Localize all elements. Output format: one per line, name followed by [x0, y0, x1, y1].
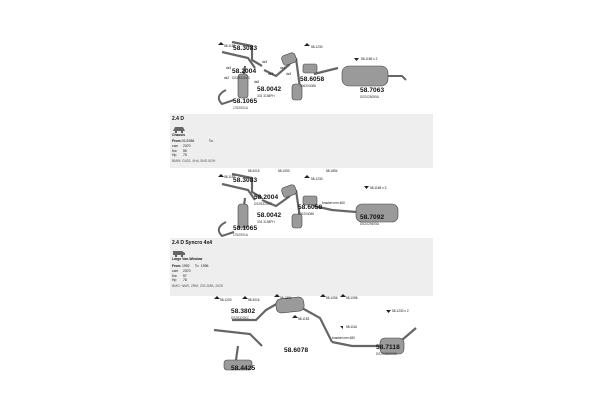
part-code: 333 3158PH — [257, 220, 275, 224]
from-value: 01/1986 — [181, 139, 195, 143]
part-code: 006204088 — [300, 84, 316, 88]
van-icon — [172, 249, 186, 257]
spec-value: 2370 — [182, 269, 191, 273]
part-code: DS2B320KC — [231, 316, 250, 320]
part-tag: 58.1894 — [326, 169, 338, 173]
part-number: 58.7118 — [376, 344, 400, 351]
part-number: 58.0042 — [257, 86, 282, 93]
to-value: 1996 — [200, 264, 209, 268]
vehicle-info-band: 2.4 D Chassis From: 01/1986 To: ccm 2370… — [170, 114, 433, 168]
vehicle-title: 2.4 D Syncro 4x4 — [172, 240, 213, 246]
part-code: DS2029405A — [360, 222, 379, 226]
spec-label: ccm — [172, 144, 179, 148]
part-tag: 58.1153 — [224, 175, 236, 179]
body-type: Chassis — [172, 133, 186, 137]
part-number: 58.6078 — [284, 347, 309, 354]
vehicle-title: 2.4 D — [172, 116, 184, 122]
part-code: DS2025055A — [360, 95, 379, 99]
part-tag: 58.1056 — [326, 296, 338, 300]
spec-row: Hp 75 — [172, 153, 187, 157]
spec-label: Hp — [172, 278, 177, 282]
spec-value: 78 — [182, 278, 187, 282]
model-codes: BMW: G402, 4Hd, 5NG 5GH — [172, 159, 216, 163]
body-type: Large Van-Window — [172, 257, 203, 261]
from-label: From — [172, 264, 181, 268]
part-tag: 58.1165 x 3 — [370, 186, 387, 190]
fitting-note: bracket mm 460 — [322, 201, 345, 205]
spec-value: 75 — [182, 153, 187, 157]
part-tag: 58.1056 — [346, 296, 358, 300]
part-tag: 58.1894 — [280, 296, 292, 300]
from-value: 1992 — [181, 264, 190, 268]
to-label: To — [194, 264, 199, 268]
part-tag: ds5 — [254, 80, 260, 84]
part-tag: 58.1230 — [311, 45, 323, 49]
part-tag: 58.3016 — [248, 298, 260, 302]
spec-label: Hp — [172, 153, 177, 157]
spec-from-to: From: 01/1986 To: — [172, 139, 213, 143]
part-tag: 58.1200 — [220, 298, 232, 302]
part-number: 58.1065 — [233, 98, 258, 105]
to-label: To: — [208, 139, 214, 143]
part-tag: ds3 — [286, 72, 292, 76]
spec-row: Hp 78 — [172, 278, 187, 282]
part-number: 58.2004 — [232, 68, 257, 75]
part-number: 58.4425 — [231, 365, 256, 372]
spec-label: Kw — [172, 273, 177, 278]
part-tag: 58.4015 — [248, 169, 260, 173]
spec-row: ccm 2370 — [172, 144, 191, 148]
spec-label: ccm — [172, 269, 179, 273]
from-label: From: — [172, 139, 182, 143]
part-code: DS2B320KC — [254, 202, 273, 206]
spec-row: Kw 55 — [172, 149, 187, 153]
part-tag: 58.1116 — [346, 325, 358, 329]
part-number: 58.6058 — [300, 76, 325, 83]
part-number: 58.7092 — [360, 214, 385, 221]
part-code: 1762S01A — [233, 233, 248, 237]
spec-value: 2370 — [182, 144, 191, 148]
part-tag: 58.1230 — [311, 177, 323, 181]
part-number: 58.1065 — [233, 225, 258, 232]
part-tag: 58.1093 — [278, 169, 290, 173]
vehicle-info-band: 2.4 D Syncro 4x4 Large Van-Window From 1… — [170, 238, 433, 296]
chassis-icon — [172, 125, 186, 133]
part-tag: 58.1230 x 2 — [392, 309, 409, 313]
part-tag: 58.1165 x 2 — [361, 57, 378, 61]
part-tag: ds4 — [280, 66, 286, 70]
part-tag: 58.1153 — [298, 317, 310, 321]
part-code: 1762S01A — [233, 106, 248, 110]
part-number: 58.3802 — [231, 308, 256, 315]
model-codes: BMG: NNR, 2RM, 203 2MB, 2025 — [172, 284, 223, 288]
part-code: 006204088 — [298, 212, 314, 216]
part-number: 58.3083 — [233, 177, 258, 184]
part-number: 58.2004 — [254, 194, 279, 201]
spec-row: ccm 2370 — [172, 269, 191, 273]
part-tag: ds3 — [262, 60, 268, 64]
spec-value: 55 — [182, 148, 187, 153]
part-number: 58.0042 — [257, 212, 282, 219]
part-code: DS2B320KC — [232, 76, 251, 80]
spec-from-to: From 1992 To 1996 — [172, 264, 208, 268]
part-tag: ds3 — [226, 66, 232, 70]
part-tag: ds2 — [224, 76, 230, 80]
part-tag: 58.1153 — [224, 44, 236, 48]
part-code: DS2025059HE — [376, 352, 398, 356]
part-number: 58.6058 — [298, 204, 323, 211]
spec-row: Kw 57 — [172, 274, 187, 278]
fitting-note: bracket mm 480 — [332, 336, 355, 340]
spec-value: 57 — [182, 273, 187, 278]
spec-label: Kw — [172, 148, 177, 153]
part-code: 333 3158PH — [257, 94, 275, 98]
part-tag: ds3 — [268, 72, 274, 76]
part-number: 58.7063 — [360, 87, 385, 94]
part-number: 58.3083 — [233, 45, 258, 52]
